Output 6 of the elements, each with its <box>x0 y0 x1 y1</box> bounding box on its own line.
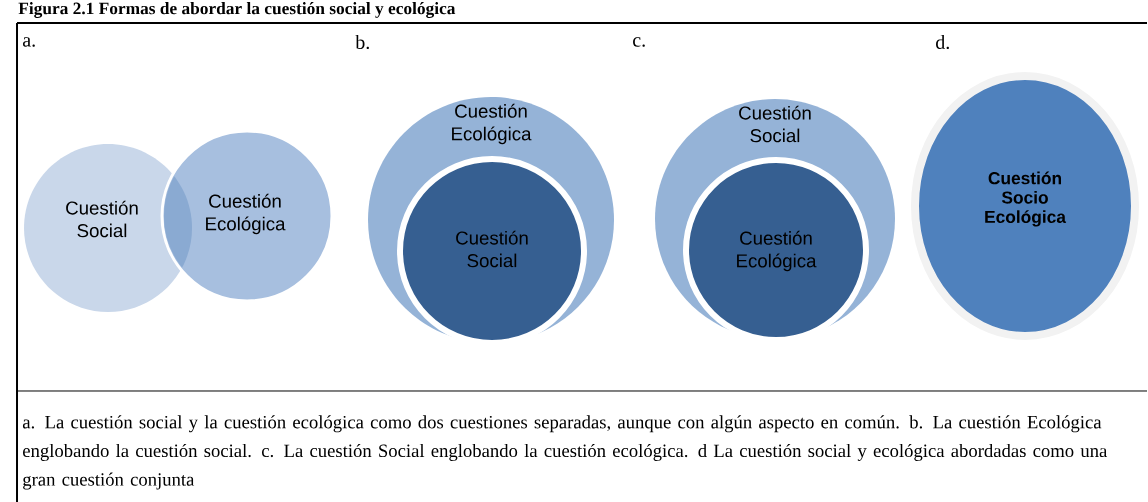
panel-letter: d. <box>936 34 949 50</box>
panel-letter: c. <box>633 37 645 47</box>
panel-letter: b. <box>355 34 369 50</box>
figure-title: Figura 2.1 Formas de abordar la cuestión social y ecológica <box>18 2 456 18</box>
panel-letter: a. <box>23 37 35 47</box>
caption-text: a. La cuestión social y la cuestión ecológica como dos cuestiones separadas, aunque con algún aspecto en común. b. La cuestión Ecológica englobando la cuestión social. c. La cuestión Social englobando la cuestión ecológica. d La cuestión social y ecológica abordadas como una gran cuestión conjunta <box>22 415 1108 490</box>
